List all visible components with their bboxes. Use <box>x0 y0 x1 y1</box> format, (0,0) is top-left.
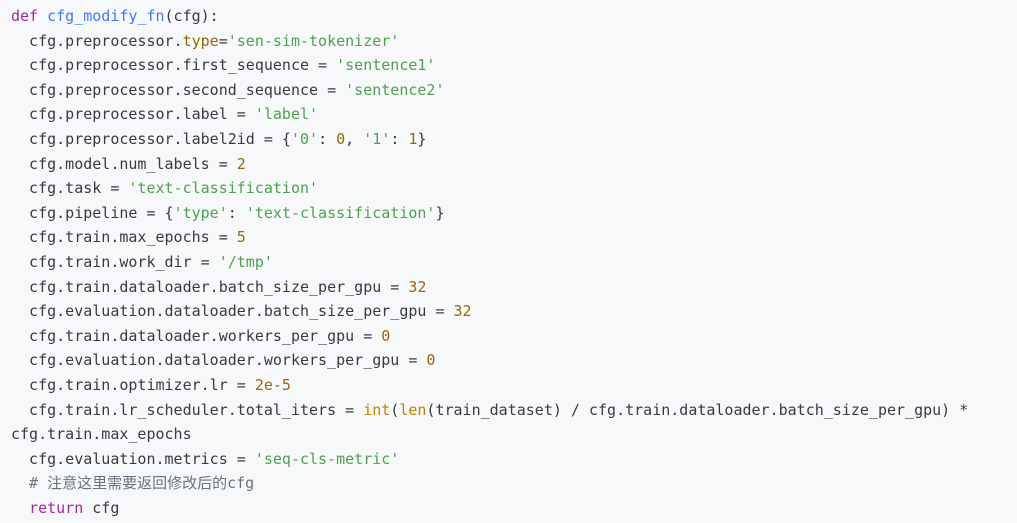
code-token: cfg.pipeline = { <box>11 203 174 222</box>
code-line: cfg.train.work_dir = '/tmp' <box>11 250 1017 275</box>
code-token: cfg.preprocessor.label = <box>11 105 255 124</box>
code-token: : <box>227 203 246 222</box>
code-line: cfg.preprocessor.second_sequence = 'sent… <box>11 78 1017 103</box>
code-line: def cfg_modify_fn(cfg): <box>11 4 1017 29</box>
code-token: cfg.model.num_labels = <box>11 154 237 173</box>
code-token: 'text-classification' <box>245 203 436 222</box>
code-line: cfg.train.max_epochs <box>11 422 1017 447</box>
code-token: cfg.preprocessor.first_sequence = <box>11 56 337 75</box>
code-token: : <box>390 129 409 148</box>
code-token: cfg.train.work_dir = <box>11 252 219 271</box>
code-token: , <box>345 129 364 148</box>
code-token: = <box>218 31 228 50</box>
code-token: cfg.preprocessor.second_sequence = <box>11 80 346 99</box>
code-token: 'sentence1' <box>336 56 436 75</box>
code-token: '/tmp' <box>218 252 273 271</box>
code-token: 32 <box>408 277 427 296</box>
code-token: cfg.train.lr_scheduler.total_iters = <box>11 400 364 419</box>
code-line: cfg.preprocessor.first_sequence = 'sente… <box>11 53 1017 78</box>
code-token: 'label' <box>254 105 319 124</box>
code-token: cfg.evaluation.metrics = <box>11 449 255 468</box>
code-token: 32 <box>453 302 472 321</box>
code-token: : <box>318 129 337 148</box>
code-token: cfg.train.max_epochs <box>11 425 192 444</box>
code-token: int <box>363 400 391 419</box>
code-token: 'type' <box>173 203 228 222</box>
code-token <box>11 499 29 517</box>
code-token: 'text-classification' <box>128 179 319 198</box>
code-token: cfg <box>83 498 120 517</box>
code-token: (cfg): <box>164 7 219 25</box>
code-token: '0' <box>290 129 319 148</box>
code-line: cfg.model.num_labels = 2 <box>11 152 1017 177</box>
code-token: 5 <box>236 228 246 247</box>
code-token: cfg.preprocessor.label2id = { <box>11 129 291 148</box>
code-line: cfg.preprocessor.label2id = {'0': 0, '1'… <box>11 127 1017 152</box>
code-token: 0 <box>336 129 346 148</box>
code-token: ( <box>390 400 400 419</box>
code-token: 'sentence2' <box>345 80 445 99</box>
code-token: type <box>182 31 219 50</box>
code-line: cfg.evaluation.dataloader.workers_per_gp… <box>11 348 1017 373</box>
code-line: cfg.pipeline = {'type': 'text-classifica… <box>11 201 1017 226</box>
code-token: '1' <box>363 129 391 148</box>
code-token: len <box>399 400 427 419</box>
code-token: cfg.evaluation.dataloader.batch_size_per… <box>11 302 454 321</box>
code-token: cfg_modify_fn <box>47 7 165 25</box>
code-line: cfg.train.dataloader.batch_size_per_gpu … <box>11 275 1017 300</box>
code-line: # 注意这里需要返回修改后的cfg <box>11 471 1017 496</box>
code-line: cfg.evaluation.metrics = 'seq-cls-metric… <box>11 447 1017 472</box>
code-line: cfg.preprocessor.type='sen-sim-tokenizer… <box>11 29 1017 54</box>
code-token: cfg.train.dataloader.batch_size_per_gpu … <box>11 277 409 296</box>
code-line: cfg.evaluation.dataloader.batch_size_per… <box>11 299 1017 324</box>
code-line: cfg.train.optimizer.lr = 2e-5 <box>11 373 1017 398</box>
code-token: cfg.train.dataloader.workers_per_gpu = <box>11 326 382 345</box>
code-line: cfg.task = 'text-classification' <box>11 176 1017 201</box>
code-token: (train_dataset) / cfg.train.dataloader.b… <box>426 400 969 419</box>
code-token: 0 <box>381 326 391 345</box>
code-line: cfg.train.max_epochs = 5 <box>11 225 1017 250</box>
code-token: 'seq-cls-metric' <box>254 449 400 468</box>
code-token: cfg.evaluation.dataloader.workers_per_gp… <box>11 351 427 370</box>
code-token: cfg.preprocessor. <box>11 31 183 50</box>
code-token: 0 <box>426 351 436 370</box>
code-line: return cfg <box>11 496 1017 521</box>
code-token: cfg.train.optimizer.lr = <box>11 375 255 394</box>
code-token: 1 <box>408 129 418 148</box>
code-token: cfg.task = <box>11 179 129 198</box>
code-token: def <box>11 7 48 25</box>
code-token: 2 <box>236 154 246 173</box>
code-line: cfg.train.dataloader.workers_per_gpu = 0 <box>11 324 1017 349</box>
code-token: 'sen-sim-tokenizer' <box>227 31 400 50</box>
code-token: # 注意这里需要返回修改后的cfg <box>11 474 255 493</box>
code-token: } <box>435 203 445 222</box>
code-line: cfg.train.lr_scheduler.total_iters = int… <box>11 398 1017 423</box>
code-token: } <box>417 129 427 148</box>
code-line: cfg.preprocessor.label = 'label' <box>11 102 1017 127</box>
code-token: 2e-5 <box>254 375 291 394</box>
code-token: cfg.train.max_epochs = <box>11 228 237 247</box>
code-token: return <box>29 498 84 517</box>
